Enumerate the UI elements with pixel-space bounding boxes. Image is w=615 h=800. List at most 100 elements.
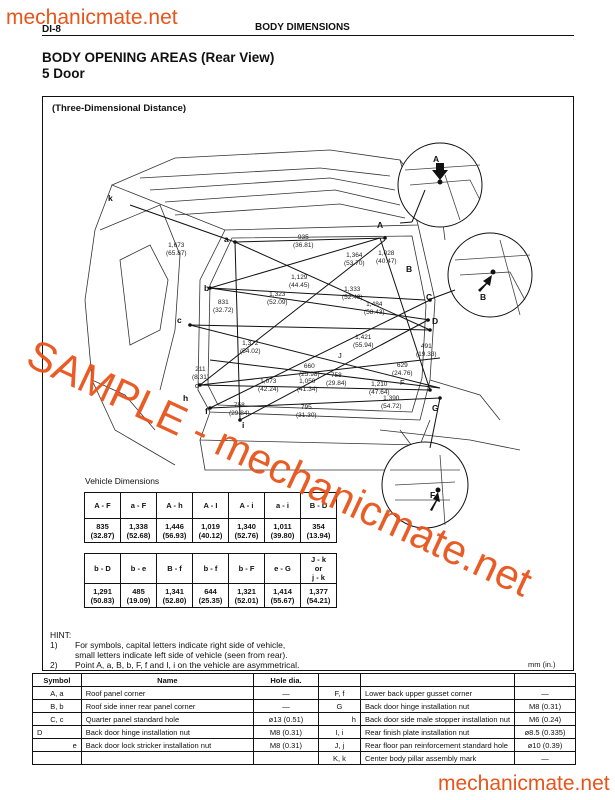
hint-item: 2)Point A, a, B, b, F, f and I, i on the… <box>50 660 300 670</box>
table-header-row: b - D b - e B - f b - f b - F e - G J - … <box>84 553 337 584</box>
dim-label: 1,421(55.94) <box>353 334 374 349</box>
vehicle-dimensions-table-1: A - F a - F A - h A - I A - i a - i B - … <box>84 492 337 543</box>
hint-item: small letters indicate left side of vehi… <box>75 650 288 660</box>
table-row: C, c Quarter panel standard hole ø13 (0.… <box>32 712 576 726</box>
hint-title: HINT: <box>50 630 72 640</box>
detail-circles <box>381 142 533 529</box>
table-cell: 1,340(52.76) <box>228 518 265 543</box>
dim-label: 1,323(52.09) <box>267 291 288 306</box>
dim-label: 1,073(42.24) <box>258 378 279 393</box>
table-header-cell: A - I <box>192 492 229 519</box>
dim-label: 1,210(47.64) <box>369 381 390 396</box>
table-row: A, a Roof panel corner — F, f Lower back… <box>32 686 576 700</box>
dim-label: 211(8.31) <box>192 366 209 381</box>
detail-label-F: F <box>430 490 436 500</box>
dim-label: 660(25.98) <box>299 363 320 378</box>
dim-label: 491(19.33) <box>416 343 437 358</box>
dim-label: 629(24.76) <box>392 362 413 377</box>
table-row: e Back door lock stricker installation n… <box>32 738 576 752</box>
table-header-cell: a - F <box>120 492 157 519</box>
watermark-bottom: mechanicmate.net <box>438 772 610 795</box>
table-header-cell: b - f <box>192 553 229 584</box>
vehicle-dimensions-caption: Vehicle Dimensions <box>85 476 160 486</box>
table-header-cell: b - e <box>120 553 157 584</box>
table-cell: 1,414(55.67) <box>264 583 301 608</box>
table-header-cell: Name <box>80 673 255 687</box>
table-cell: 1,019(40.12) <box>192 518 229 543</box>
point-d: d <box>195 381 200 390</box>
point-f: f <box>205 406 208 416</box>
watermark-top: mechanicmate.net <box>6 6 178 29</box>
table-cell: 354(13.94) <box>300 518 337 543</box>
dim-label: 1,129(44.45) <box>289 274 310 289</box>
point-B: B <box>406 264 413 274</box>
table-header-cell: Hole dia. <box>253 673 319 687</box>
table-value-row: 835(32.87) 1,338(52.68) 1,446(56.93) 1,0… <box>84 518 337 543</box>
table-header-cell <box>317 673 361 687</box>
table-row: K, k Center body pillar assembly mark — <box>32 751 576 765</box>
table-header-cell: A - F <box>84 492 121 519</box>
dim-label: 1,364(53.70) <box>344 252 365 267</box>
dim-label: 1,673(65.87) <box>166 242 187 257</box>
hint-item: 1)For symbols, capital letters indicate … <box>50 640 286 650</box>
dim-label: 1,028(40.47) <box>376 250 397 265</box>
dim-label: 1,484(58.43) <box>364 301 385 316</box>
point-A: A <box>377 220 384 230</box>
table-header-cell: B - D <box>300 492 337 519</box>
table-header-cell: Symbol <box>32 673 82 687</box>
dim-label: 795(31.30) <box>296 404 317 419</box>
table-cell: 1,291(50.83) <box>84 583 121 608</box>
table-cell: 1,446(56.93) <box>156 518 193 543</box>
page-number: DI-8 <box>42 24 61 35</box>
table-row: D Back door hinge installation nut M8 (0… <box>32 725 576 739</box>
figure-caption: (Three-Dimensional Distance) <box>52 103 187 114</box>
symbol-table: Symbol Name Hole dia. A, a Roof panel co… <box>32 673 576 765</box>
table-header-cell <box>514 673 576 687</box>
table-header-cell: b - D <box>84 553 121 584</box>
figure-frame <box>42 96 574 671</box>
leader-lines <box>399 189 456 449</box>
point-J: J <box>338 351 342 360</box>
dimension-lines <box>129 204 441 421</box>
point-c: c <box>177 315 182 325</box>
table-row: B, b Roof side inner rear panel corner —… <box>32 699 576 713</box>
point-G: G <box>432 403 439 413</box>
detail-label-A: A <box>433 154 440 164</box>
table-cell: 1,377(54.21) <box>300 583 337 608</box>
units-note: mm (in.) <box>528 660 556 669</box>
title-line-1: BODY OPENING AREAS (Rear View) <box>42 50 275 65</box>
detail-label-B: B <box>480 292 487 302</box>
hint-block: HINT: 1)For symbols, capital letters ind… <box>50 630 299 670</box>
running-header: BODY DIMENSIONS <box>255 22 350 33</box>
table-header-cell: A - h <box>156 492 193 519</box>
table-cell: 835(32.87) <box>84 518 121 543</box>
table-cell: 644(25.35) <box>192 583 229 608</box>
table-cell: 1,321(52.01) <box>228 583 265 608</box>
point-D: D <box>432 316 439 326</box>
table-cell: 1,338(52.68) <box>120 518 157 543</box>
dim-label: 758(29.84) <box>326 372 347 387</box>
table-value-row: 1,291(50.83) 485(19.09) 1,341(52.80) 644… <box>84 583 337 608</box>
point-b: b <box>204 283 210 293</box>
table-header-cell: b - F <box>228 553 265 584</box>
detail-markers <box>430 163 496 511</box>
dim-label: 1,372(54.02) <box>240 340 261 355</box>
point-a: a <box>224 234 229 244</box>
dim-label: 1,390(54.72) <box>381 395 402 410</box>
table-cell: 1,011(39.80) <box>264 518 301 543</box>
header-rule <box>42 35 574 36</box>
point-k: k <box>108 193 113 203</box>
table-header-cell: A - i <box>228 492 265 519</box>
table-header-row: A - F a - F A - h A - I A - i a - i B - … <box>84 492 337 519</box>
dim-label: 1,333(52.48) <box>342 286 363 301</box>
point-F: F <box>400 378 405 387</box>
table-header-cell: e - G <box>264 553 301 584</box>
table-cell: 485(19.09) <box>120 583 157 608</box>
table-header-cell: a - i <box>264 492 301 519</box>
vehicle-dimensions-table-2: b - D b - e B - f b - f b - F e - G J - … <box>84 553 337 608</box>
dim-label: 935(36.81) <box>293 234 314 249</box>
title-line-2: 5 Door <box>42 66 85 81</box>
page-title: BODY OPENING AREAS (Rear View) 5 Door <box>42 50 274 82</box>
